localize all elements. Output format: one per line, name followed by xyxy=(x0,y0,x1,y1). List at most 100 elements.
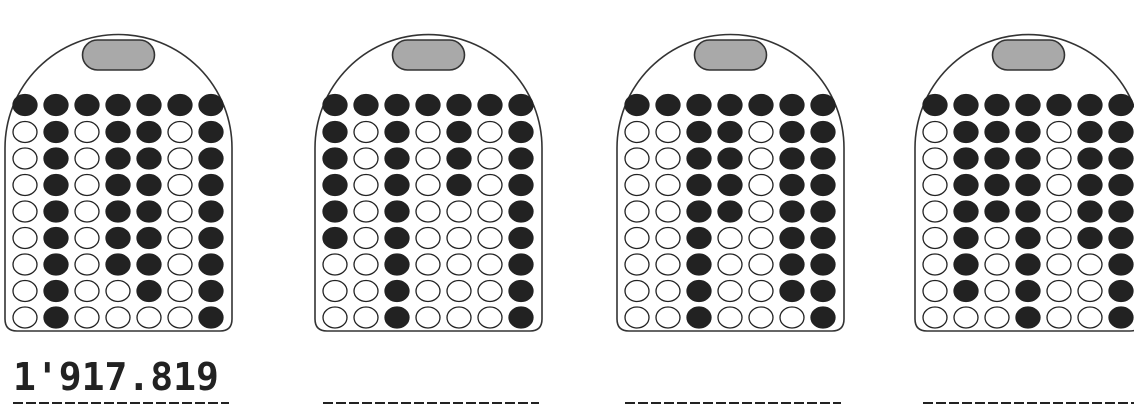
bead-filled xyxy=(509,281,533,302)
bead-empty xyxy=(1047,122,1071,143)
bead-empty xyxy=(447,254,471,275)
bead-empty xyxy=(323,254,347,275)
bead-top xyxy=(718,95,742,116)
bead-filled xyxy=(1109,201,1133,222)
bead-filled xyxy=(985,122,1009,143)
bead-empty xyxy=(416,148,440,169)
bead-empty xyxy=(656,228,680,249)
bead-empty xyxy=(985,281,1009,302)
bead-empty xyxy=(354,201,378,222)
bead-empty xyxy=(625,281,649,302)
bead-filled xyxy=(385,307,409,328)
bead-filled xyxy=(780,281,804,302)
bead-empty xyxy=(416,201,440,222)
bead-filled xyxy=(811,201,835,222)
bead-filled xyxy=(780,201,804,222)
bead-top xyxy=(168,95,192,116)
bead-empty xyxy=(656,122,680,143)
bead-filled xyxy=(1109,307,1133,328)
bead-filled xyxy=(780,148,804,169)
bead-empty xyxy=(75,228,99,249)
bead-filled xyxy=(44,175,68,196)
bead-empty xyxy=(13,148,37,169)
bead-empty xyxy=(985,228,1009,249)
bead-filled xyxy=(1016,175,1040,196)
bead-filled xyxy=(199,307,223,328)
bead-empty xyxy=(478,307,502,328)
bead-filled xyxy=(323,175,347,196)
bead-empty xyxy=(718,307,742,328)
bead-filled xyxy=(985,148,1009,169)
bead-top xyxy=(106,95,130,116)
bead-top xyxy=(478,95,502,116)
bead-empty xyxy=(923,281,947,302)
bead-empty xyxy=(1047,307,1071,328)
bead-empty xyxy=(749,148,773,169)
bead-empty xyxy=(749,254,773,275)
bead-filled xyxy=(954,201,978,222)
bead-filled xyxy=(954,122,978,143)
bead-empty xyxy=(749,122,773,143)
bead-filled xyxy=(1016,122,1040,143)
bead-empty xyxy=(718,228,742,249)
bead-empty xyxy=(106,281,130,302)
bead-empty xyxy=(656,201,680,222)
bead-filled xyxy=(385,254,409,275)
abacus-4 xyxy=(915,35,1134,403)
bead-top xyxy=(13,95,37,116)
bead-filled xyxy=(447,148,471,169)
bead-filled xyxy=(811,148,835,169)
bead-filled xyxy=(687,307,711,328)
bead-filled xyxy=(106,228,130,249)
bead-empty xyxy=(168,307,192,328)
bead-empty xyxy=(923,254,947,275)
bead-empty xyxy=(478,175,502,196)
bead-empty xyxy=(749,281,773,302)
bead-filled xyxy=(447,175,471,196)
bead-filled xyxy=(44,122,68,143)
bead-empty xyxy=(1047,281,1071,302)
bead-empty xyxy=(1078,254,1102,275)
bead-empty xyxy=(354,307,378,328)
bead-empty xyxy=(749,228,773,249)
bead-empty xyxy=(354,228,378,249)
bead-top xyxy=(416,95,440,116)
bead-filled xyxy=(811,307,835,328)
bead-filled xyxy=(1078,228,1102,249)
bead-empty xyxy=(656,148,680,169)
bead-empty xyxy=(1047,228,1071,249)
bead-filled xyxy=(985,201,1009,222)
bead-top xyxy=(137,95,161,116)
bead-filled xyxy=(447,122,471,143)
bead-filled xyxy=(780,254,804,275)
bead-top xyxy=(1016,95,1040,116)
bead-filled xyxy=(687,148,711,169)
bead-filled xyxy=(718,201,742,222)
bead-empty xyxy=(625,307,649,328)
bead-filled xyxy=(1016,281,1040,302)
bead-empty xyxy=(323,281,347,302)
bead-filled xyxy=(44,254,68,275)
bead-empty xyxy=(416,281,440,302)
bead-empty xyxy=(780,307,804,328)
bead-empty xyxy=(354,175,378,196)
bead-filled xyxy=(1016,307,1040,328)
bead-empty xyxy=(923,122,947,143)
bead-filled xyxy=(137,201,161,222)
bead-empty xyxy=(354,122,378,143)
bead-filled xyxy=(199,254,223,275)
bead-empty xyxy=(13,228,37,249)
bead-filled xyxy=(1109,254,1133,275)
bead-filled xyxy=(137,281,161,302)
abacus-1: 1'917.819 xyxy=(5,34,232,403)
bead-empty xyxy=(749,307,773,328)
bead-empty xyxy=(985,254,1009,275)
bead-top xyxy=(509,95,533,116)
bead-filled xyxy=(687,281,711,302)
bead-empty xyxy=(478,122,502,143)
bead-filled xyxy=(1109,175,1133,196)
bead-empty xyxy=(168,281,192,302)
bead-empty xyxy=(923,228,947,249)
bead-filled xyxy=(199,201,223,222)
bead-empty xyxy=(478,254,502,275)
